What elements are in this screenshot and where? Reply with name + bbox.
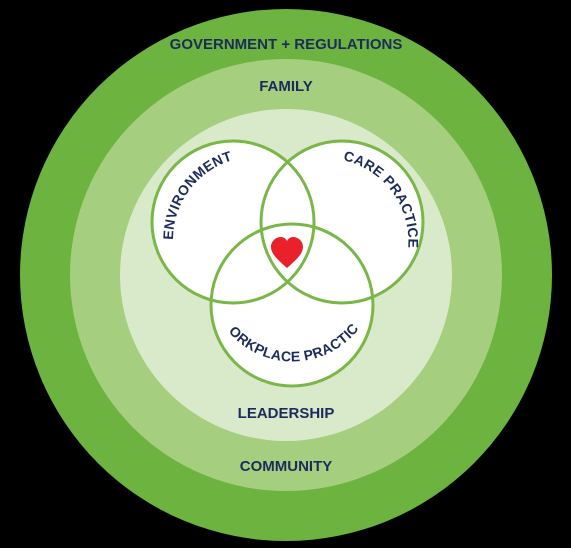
venn-outlines: [150, 139, 425, 388]
community-label: COMMUNITY: [240, 458, 333, 475]
venn-circle-workplace-practice: [211, 224, 373, 386]
heart-icon: [271, 237, 303, 268]
family-label: FAMILY: [259, 78, 313, 95]
government-regulations-label: GOVERNMENT + REGULATIONS: [170, 36, 403, 53]
leadership-label: LEADERSHIP: [238, 405, 335, 422]
